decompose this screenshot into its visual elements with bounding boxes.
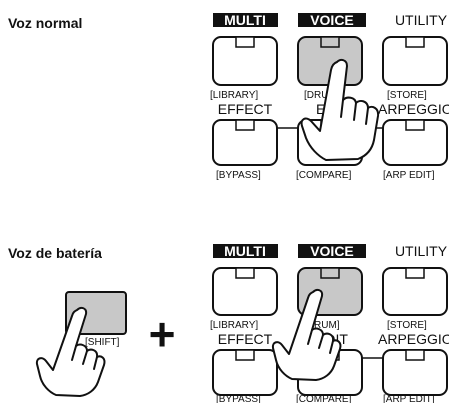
- voice-label: VOICE: [310, 12, 354, 28]
- pointing-hand-icon: [35, 306, 106, 397]
- bypass-label: [BYPASS]: [216, 394, 261, 403]
- arp-edit-label: [ARP EDIT]: [383, 394, 435, 403]
- effect-label: EFFECT: [218, 331, 273, 347]
- compare-label: [COMPARE]: [296, 394, 352, 403]
- multi-button[interactable]: [212, 36, 278, 86]
- arp-edit-label: [ARP EDIT]: [383, 170, 435, 181]
- multi-button[interactable]: [212, 267, 278, 316]
- voice-label-bg: [298, 244, 366, 258]
- section1-title: Voz normal: [8, 15, 82, 31]
- section2-title: Voz de batería: [8, 245, 102, 261]
- multi-label: MULTI: [224, 243, 266, 259]
- voice-label: VOICE: [310, 243, 354, 259]
- store-label: [STORE]: [387, 320, 427, 331]
- store-label: [STORE]: [387, 90, 427, 101]
- multi-label-bg: [213, 244, 278, 258]
- arpeggio-label: ARPEGGIO: [378, 331, 449, 347]
- pointing-hand-icon: [271, 288, 342, 381]
- arpeggio-label: ARPEGGIO: [378, 101, 449, 117]
- drum-label: [DRUM]: [304, 90, 340, 101]
- pointing-hand-icon: [300, 58, 380, 161]
- compare-label: [COMPARE]: [296, 170, 352, 181]
- utility-button[interactable]: [382, 267, 448, 316]
- multi-label: MULTI: [224, 12, 266, 28]
- plus-sign: +: [149, 308, 176, 360]
- bypass-label: [BYPASS]: [216, 170, 261, 181]
- voice-label-bg: [298, 13, 366, 27]
- drum-label: [DRUM]: [304, 320, 340, 331]
- arpeggio-button[interactable]: [382, 119, 448, 166]
- library-label: [LIBRARY]: [210, 320, 258, 331]
- effect-button[interactable]: [212, 349, 278, 396]
- multi-label-bg: [213, 13, 278, 27]
- effect-button[interactable]: [212, 119, 278, 166]
- arpeggio-button[interactable]: [382, 349, 448, 396]
- library-label: [LIBRARY]: [210, 90, 258, 101]
- utility-label: UTILITY: [395, 12, 448, 28]
- shift-label: [SHIFT]: [85, 337, 120, 348]
- utility-label: UTILITY: [395, 243, 448, 259]
- effect-label: EFFECT: [218, 101, 273, 117]
- utility-button[interactable]: [382, 36, 448, 86]
